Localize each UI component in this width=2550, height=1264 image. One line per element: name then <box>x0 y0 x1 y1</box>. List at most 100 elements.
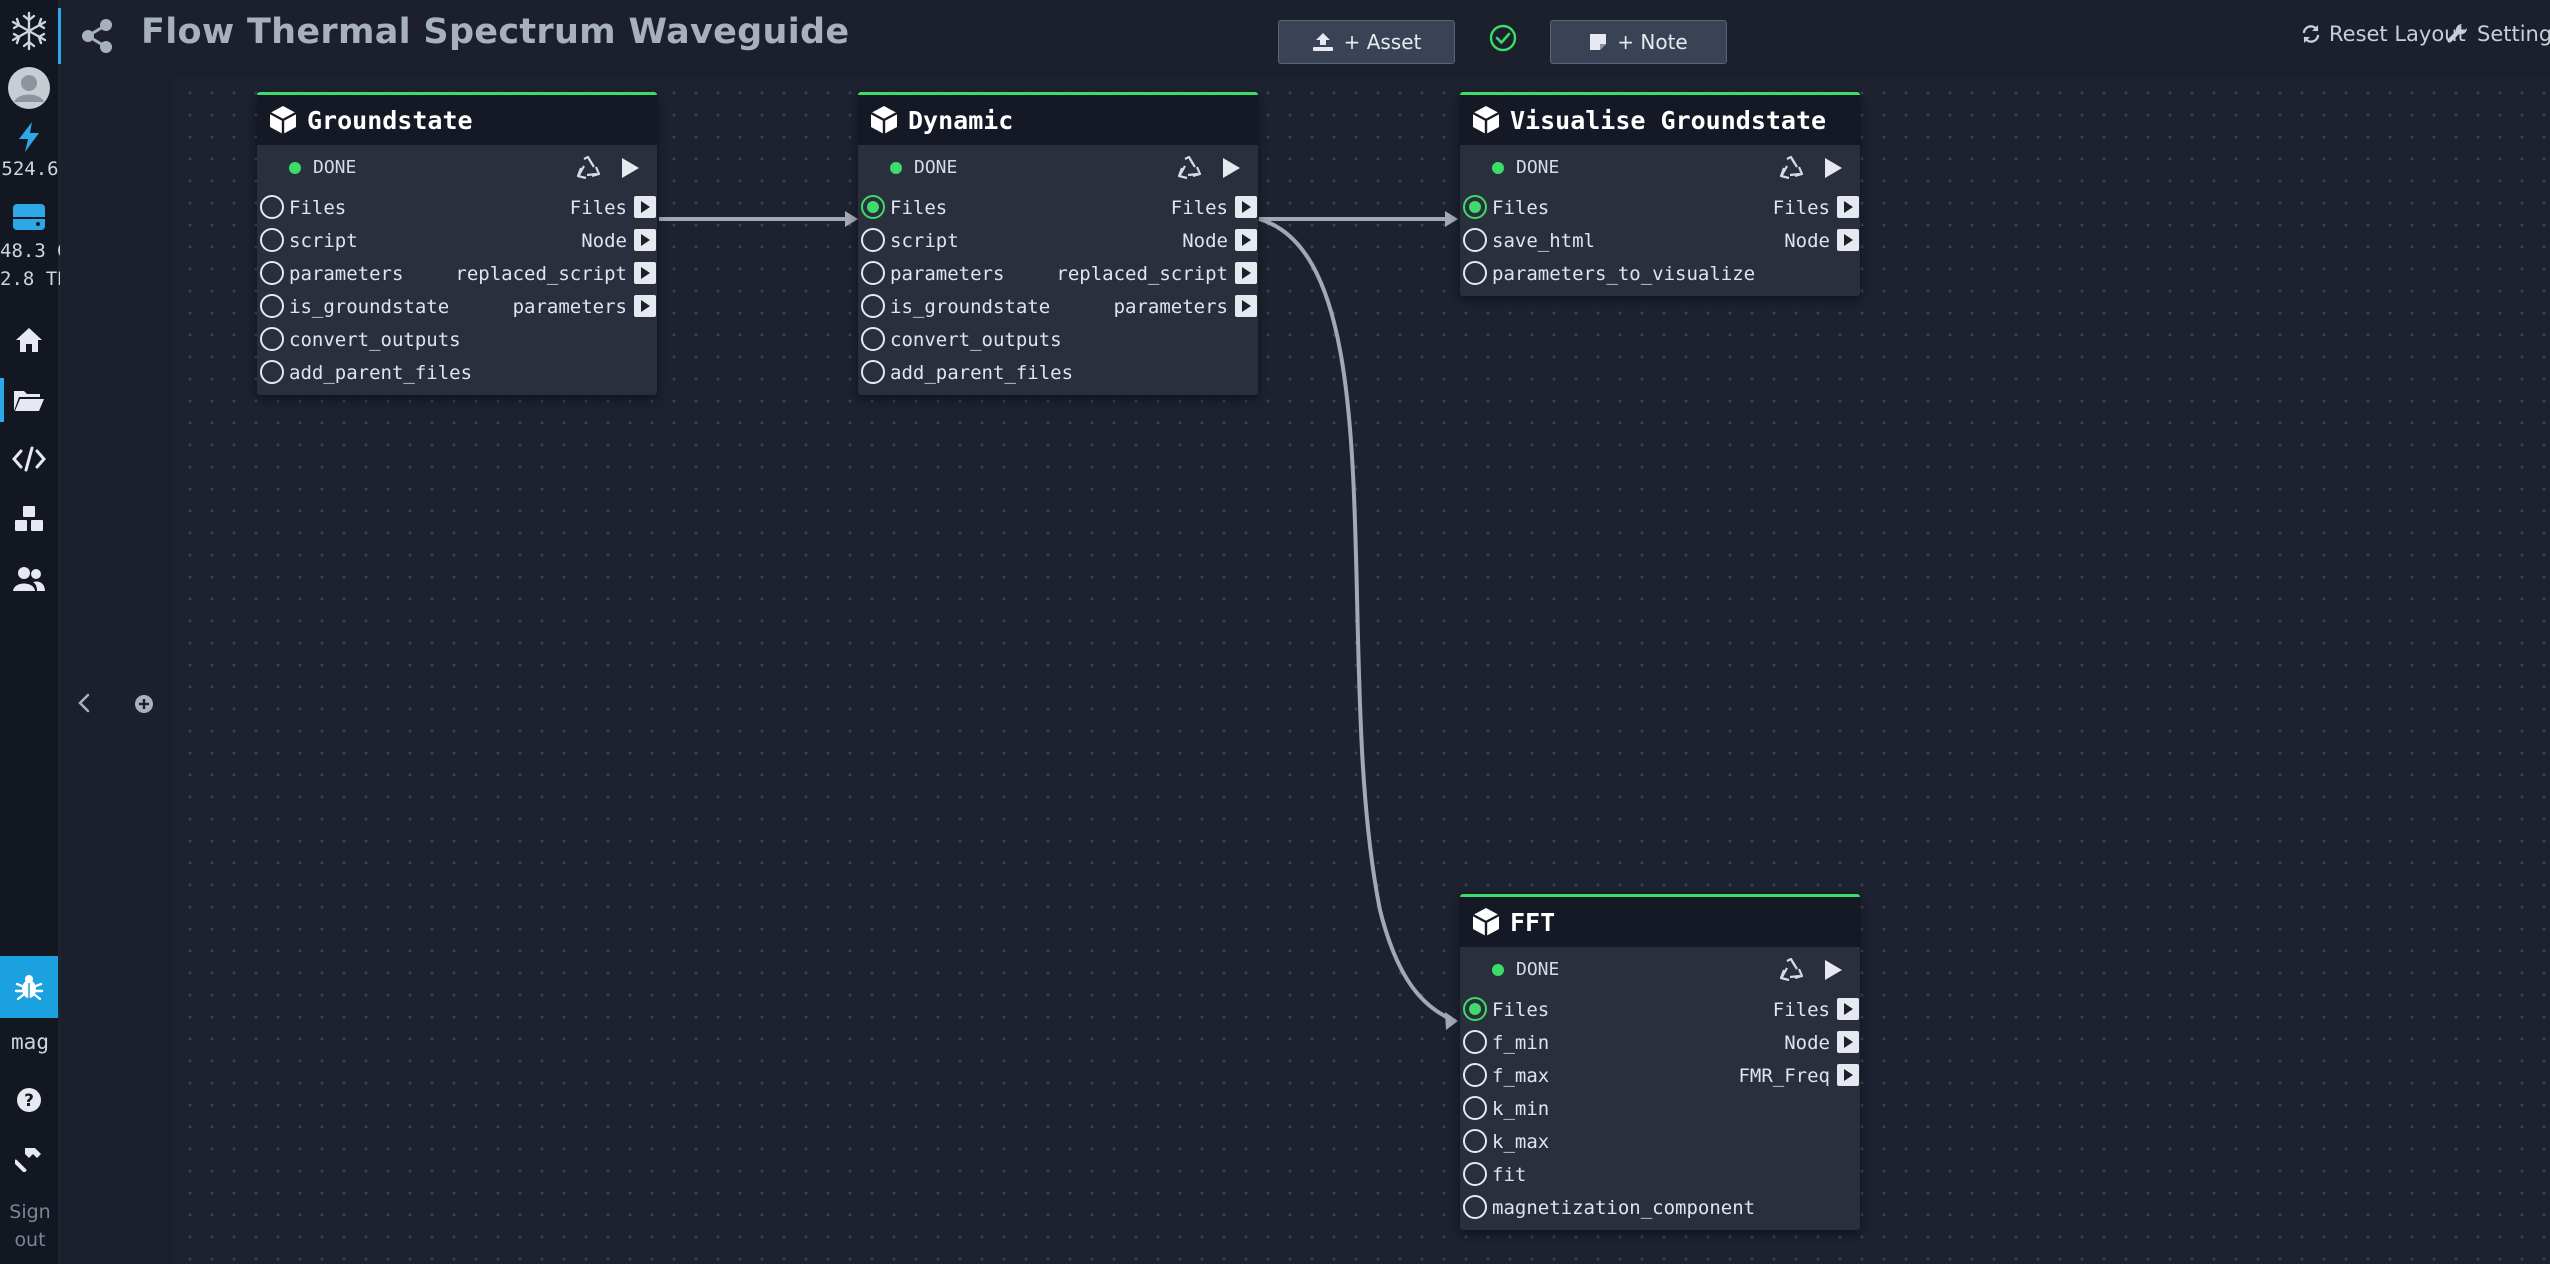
input-port-handle[interactable] <box>1463 1063 1487 1087</box>
folder-icon[interactable] <box>0 380 58 420</box>
cubes-icon[interactable] <box>0 500 58 538</box>
output-port-handle[interactable] <box>1235 262 1257 284</box>
port-row: convert_outputs <box>858 323 1258 356</box>
status-dot <box>890 162 902 174</box>
node-status-bar: DONE <box>1460 145 1860 191</box>
input-port-label: parameters <box>890 263 1005 285</box>
input-port-handle[interactable] <box>260 360 284 384</box>
top-bar: Flow Thermal Spectrum Waveguide + Asset … <box>61 0 2550 78</box>
node-header[interactable]: Dynamic <box>858 95 1258 145</box>
sign-out-link[interactable]: Sign out <box>9 1201 51 1251</box>
output-port-label: FMR_Freq <box>1738 1065 1830 1087</box>
input-port-handle[interactable] <box>861 327 885 351</box>
port-row: convert_outputs <box>257 323 657 356</box>
port-row: k_min <box>1460 1092 1860 1125</box>
output-port-handle[interactable] <box>634 262 656 284</box>
input-port-handle[interactable] <box>260 195 284 219</box>
input-port-handle[interactable] <box>260 261 284 285</box>
input-port-label: is_groundstate <box>890 296 1051 318</box>
output-port-label: Files <box>1772 999 1830 1021</box>
wrench-icon <box>2447 23 2468 43</box>
port-row: fit <box>1460 1158 1860 1191</box>
input-port-handle[interactable] <box>1463 1129 1487 1153</box>
port-row: magnetization_component <box>1460 1191 1860 1224</box>
output-port-handle[interactable] <box>634 295 656 317</box>
cube-icon <box>870 106 898 134</box>
settings-button[interactable]: Settings <box>2447 22 2550 46</box>
add-node-icon[interactable] <box>134 694 154 718</box>
input-port-handle[interactable] <box>861 294 885 318</box>
output-port-handle[interactable] <box>1235 196 1257 218</box>
active-indicator <box>0 378 4 422</box>
output-port-handle[interactable] <box>1837 1031 1859 1053</box>
input-port-handle[interactable] <box>1463 195 1487 219</box>
input-port-handle[interactable] <box>260 294 284 318</box>
output-port-handle[interactable] <box>1837 998 1859 1020</box>
output-port-handle[interactable] <box>1837 229 1859 251</box>
logo-icon[interactable] <box>0 6 58 56</box>
output-port-handle[interactable] <box>1235 229 1257 251</box>
code-icon[interactable] <box>0 440 58 478</box>
input-port-handle[interactable] <box>861 261 885 285</box>
bug-icon[interactable] <box>0 956 58 1018</box>
collapse-panel-icon[interactable] <box>75 692 95 718</box>
input-port-handle[interactable] <box>1463 1096 1487 1120</box>
input-port-handle[interactable] <box>1463 261 1487 285</box>
run-play-icon[interactable] <box>1823 157 1843 183</box>
node-header[interactable]: FFT <box>1460 897 1860 947</box>
reset-layout-button[interactable]: Reset Layout <box>2301 22 2466 46</box>
share-icon[interactable] <box>80 18 114 58</box>
node-header[interactable]: Groundstate <box>257 95 657 145</box>
port-row: k_max <box>1460 1125 1860 1158</box>
add-note-button[interactable]: + Note <box>1550 20 1727 64</box>
input-port-handle[interactable] <box>260 228 284 252</box>
avatar[interactable] <box>0 64 58 112</box>
status-text: DONE <box>1516 959 1560 980</box>
storage-used: 48.3 G <box>0 240 60 262</box>
input-port-handle[interactable] <box>260 327 284 351</box>
node-title: Groundstate <box>307 105 473 135</box>
output-port-handle[interactable] <box>1235 295 1257 317</box>
input-port-handle[interactable] <box>1463 228 1487 252</box>
bolt-icon[interactable] <box>0 120 58 154</box>
input-port-label: add_parent_files <box>289 362 473 384</box>
output-port-handle[interactable] <box>1837 196 1859 218</box>
recycle-icon[interactable] <box>575 155 601 185</box>
output-port-handle[interactable] <box>634 196 656 218</box>
recycle-icon[interactable] <box>1778 957 1804 987</box>
help-icon[interactable]: ? <box>0 1082 58 1118</box>
input-port-handle[interactable] <box>861 360 885 384</box>
hammer-icon[interactable] <box>0 1140 58 1176</box>
input-port-handle[interactable] <box>1463 1030 1487 1054</box>
node-header[interactable]: Visualise Groundstate <box>1460 95 1860 145</box>
input-port-handle[interactable] <box>1463 1195 1487 1219</box>
output-port-handle[interactable] <box>634 229 656 251</box>
node-title: Dynamic <box>908 105 1014 135</box>
recycle-icon[interactable] <box>1778 155 1804 185</box>
output-port-label: Files <box>1772 197 1830 219</box>
users-icon[interactable] <box>0 560 58 598</box>
input-port-label: parameters_to_visualize <box>1492 263 1756 285</box>
input-port-handle[interactable] <box>1463 1162 1487 1186</box>
input-port-label: is_groundstate <box>289 296 450 318</box>
cube-icon <box>269 106 297 134</box>
run-play-icon[interactable] <box>1221 157 1241 183</box>
input-port-handle[interactable] <box>861 228 885 252</box>
output-port-handle[interactable] <box>1837 1064 1859 1086</box>
input-port-handle[interactable] <box>1463 997 1487 1021</box>
add-asset-button[interactable]: + Asset <box>1278 20 1455 64</box>
storage-icon[interactable] <box>0 200 58 234</box>
input-port-handle[interactable] <box>861 195 885 219</box>
run-play-icon[interactable] <box>620 157 640 183</box>
recycle-icon[interactable] <box>1176 155 1202 185</box>
run-play-icon[interactable] <box>1823 959 1843 985</box>
home-icon[interactable] <box>0 322 58 358</box>
